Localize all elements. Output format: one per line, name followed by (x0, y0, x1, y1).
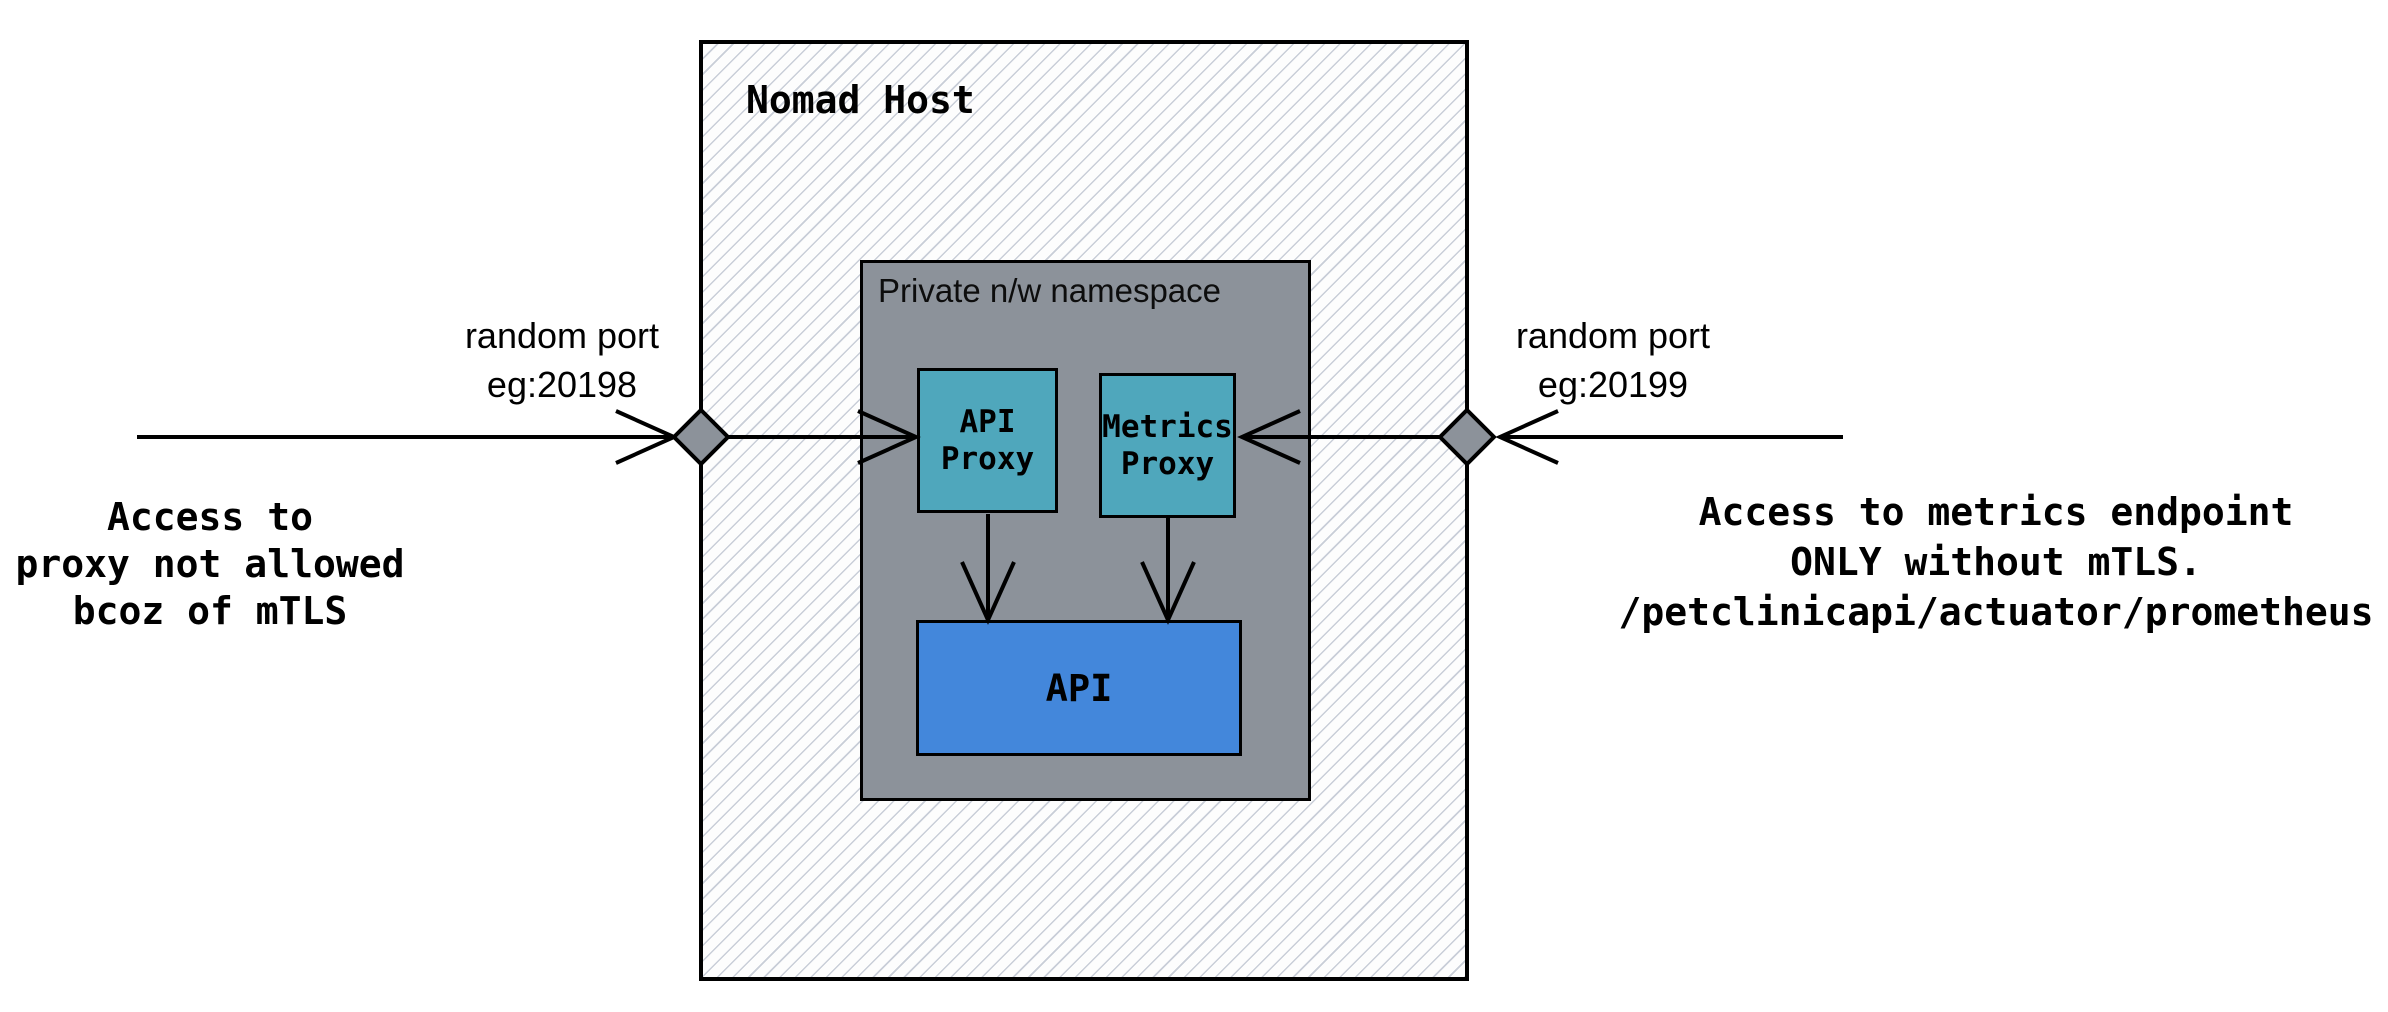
right-access-note-line2: ONLY without mTLS. (1790, 540, 2202, 584)
right-external-arrowhead-icon (1495, 409, 1559, 465)
namespace-title: Private n/w namespace (878, 272, 1222, 309)
metrics-proxy-label-line2: Proxy (1120, 445, 1215, 482)
metrics-proxy-node: Metrics Proxy (1099, 373, 1236, 518)
left-access-note-line3: bcoz of mTLS (72, 589, 348, 633)
left-access-note-line1: Access to (107, 495, 313, 539)
right-access-note-line1: Access to metrics endpoint (1698, 490, 2294, 534)
api-node-label: API (1045, 666, 1113, 710)
metrics-proxy-label-line1: Metrics (1102, 408, 1233, 445)
left-external-arrowhead-icon (615, 409, 679, 465)
left-port-label-line2: eg:20198 (486, 364, 638, 405)
api-proxy-label-line1: API (959, 403, 1016, 440)
nomad-host-title: Nomad Host (746, 78, 975, 122)
left-access-note-line2: proxy not allowed (15, 542, 405, 586)
right-port-label: random port eg:20199 (1463, 311, 1763, 409)
left-port-label: random port eg:20198 (412, 311, 712, 409)
api-proxy-node: API Proxy (917, 368, 1058, 513)
api-proxy-label-line2: Proxy (940, 440, 1035, 477)
left-port-label-line1: random port (464, 315, 660, 356)
right-port-label-line1: random port (1515, 315, 1711, 356)
left-access-note: Access to proxy not allowed bcoz of mTLS (5, 494, 415, 635)
right-access-note-line3: /petclinicapi/actuator/prometheus (1618, 590, 2374, 634)
right-port-label-line2: eg:20199 (1537, 364, 1689, 405)
api-node: API (916, 620, 1242, 756)
right-access-note: Access to metrics endpoint ONLY without … (1600, 487, 2388, 637)
